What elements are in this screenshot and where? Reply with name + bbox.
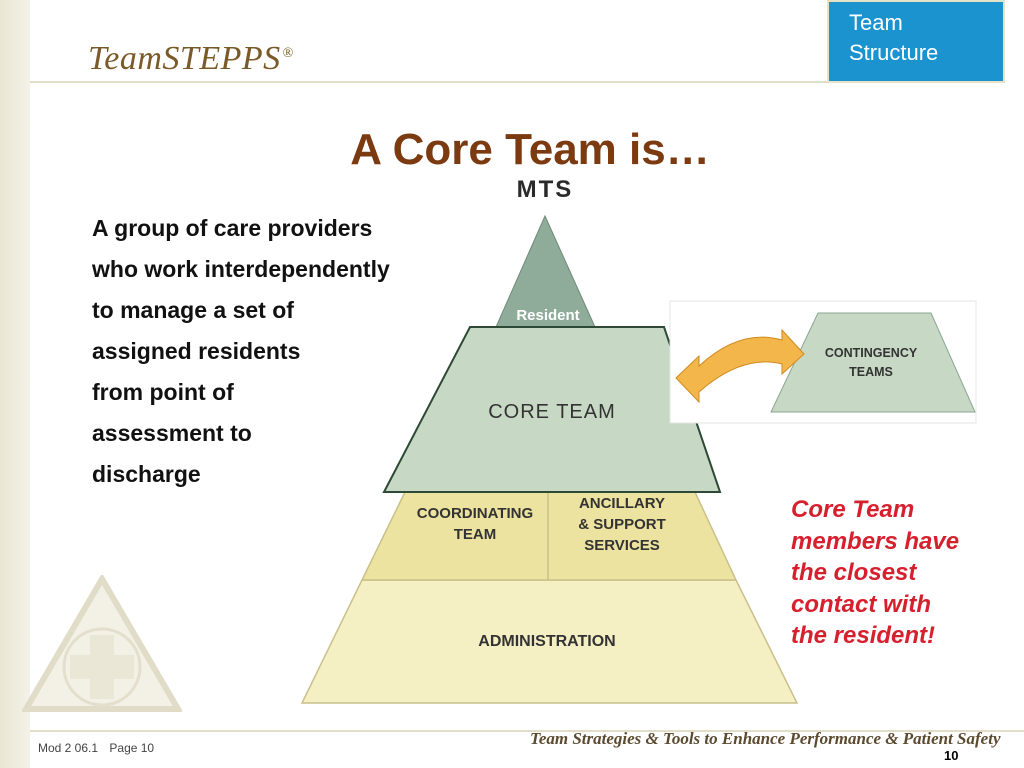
callout-line: members have (791, 527, 960, 555)
section-label-line-1: Team (849, 10, 903, 35)
core-team-label: CORE TEAM (488, 401, 616, 423)
footer-divider (30, 730, 1024, 732)
callout-line: Core Team (791, 496, 915, 523)
section-label-box: Team Structure (827, 0, 1005, 83)
administration-label: ADMINISTRATION (478, 633, 615, 650)
double-arrow-icon (675, 328, 805, 404)
core-team-level (382, 326, 722, 493)
callout-line: contact with (791, 590, 932, 618)
callout-line: the closest (791, 559, 917, 586)
page-label: Page 10 (109, 741, 155, 755)
definition-line: assessment to (92, 420, 252, 446)
left-decorative-band (0, 0, 30, 768)
contingency-teams-label: CONTINGENCY (825, 346, 918, 360)
ancillary-services-label: ANCILLARY (579, 495, 665, 512)
definition-text: A group of care providers who work inter… (92, 208, 390, 495)
callout-text: Core Team members have the closest conta… (791, 494, 959, 652)
slide-title: A Core Team is… (350, 125, 710, 174)
definition-line: discharge (92, 461, 201, 487)
teamstepps-watermark-icon (22, 575, 182, 712)
definition-line: to manage a set of (92, 297, 294, 323)
module-label: Mod 2 06.1 (38, 741, 99, 755)
callout-line: the resident! (791, 622, 936, 649)
ancillary-services-label: SERVICES (584, 537, 660, 554)
header-divider (30, 81, 830, 83)
teamstepps-logo: TeamSTEPPS® (88, 40, 294, 77)
definition-line: who work interdependently (92, 256, 390, 282)
contingency-teams-label: TEAMS (849, 365, 893, 379)
definition-line: from point of (92, 379, 234, 405)
footer-tagline: Team Strategies & Tools to Enhance Perfo… (530, 729, 1001, 748)
definition-line: A group of care providers (92, 215, 373, 241)
page-number: 10 (944, 748, 959, 763)
definition-line: assigned residents (92, 338, 301, 364)
ancillary-services-label: & SUPPORT (578, 516, 666, 533)
coordinating-team-label: COORDINATING (417, 505, 533, 522)
section-label-line-2: Structure (849, 40, 939, 65)
contingency-teams-shape (770, 312, 976, 413)
mts-label: MTS (517, 176, 574, 203)
coordinating-ancillary-level (360, 489, 738, 581)
footer-module-info: Mod 2 06.1 Page 10 (38, 741, 154, 755)
resident-label: Resident (516, 307, 579, 324)
coordinating-team-label: TEAM (454, 526, 497, 543)
